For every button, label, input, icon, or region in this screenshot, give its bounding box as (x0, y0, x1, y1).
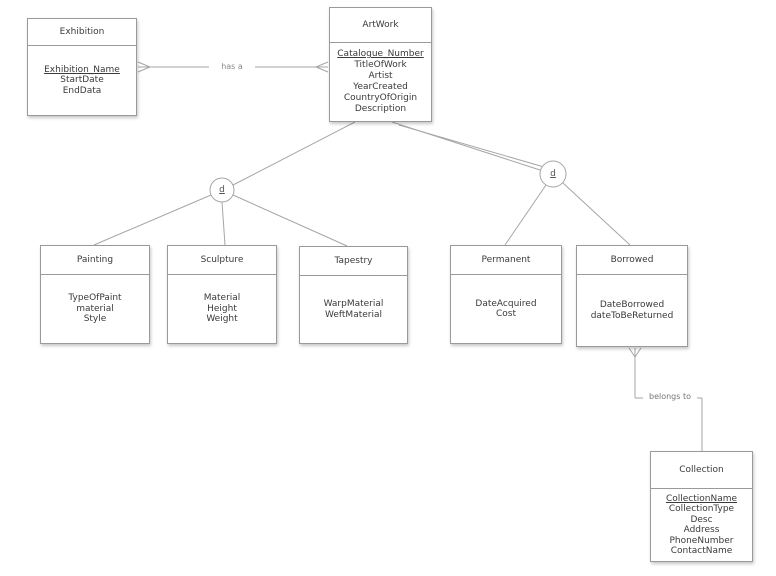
entity-borrowed[interactable]: Borrowed DateBorrowed dateToBeReturned (576, 245, 688, 347)
disjoint-label-left: d (219, 185, 225, 195)
specialization-circle-left (209, 177, 235, 203)
entity-tapestry[interactable]: Tapestry WarpMaterial WeftMaterial (299, 246, 408, 344)
attribute: Cost (495, 309, 516, 319)
attribute-key: CollectionName (665, 493, 738, 504)
entity-attributes: DateAcquired Cost (451, 275, 561, 343)
entity-collection[interactable]: Collection CollectionName CollectionType… (650, 451, 753, 562)
disjoint-label-right: d (550, 169, 556, 179)
attribute: TypeOfPaint (68, 293, 122, 304)
entity-permanent[interactable]: Permanent DateAcquired Cost (450, 245, 562, 344)
attribute: Height (207, 303, 237, 314)
entity-title: Painting (41, 246, 149, 275)
relationship-label-belongs-to: belongs to (643, 391, 697, 402)
crow-foot-artwork-icon (315, 61, 329, 73)
attribute: Description (354, 104, 407, 114)
entity-exhibition[interactable]: Exhibition Exhibition_Name StartDate End… (27, 18, 137, 116)
attribute: Artist (368, 71, 393, 81)
attribute-key: Exhibition_Name (44, 64, 120, 75)
artwork-to-left-circle-line (232, 121, 356, 186)
attribute: Address (683, 525, 720, 535)
entity-title: ArtWork (330, 8, 431, 43)
entity-title: Tapestry (300, 247, 407, 276)
entity-attributes: Exhibition_Name StartDate EndData (28, 46, 136, 115)
attribute: EndData (62, 85, 102, 96)
attribute: DateAcquired (475, 298, 537, 309)
crow-foot-borrowed-icon (628, 347, 642, 358)
entity-title: Collection (651, 452, 752, 489)
attribute: material (76, 303, 114, 314)
attribute: ContactName (670, 546, 733, 556)
entity-attributes: Catalogue_Number TitleOfWork Artist Year… (330, 43, 431, 121)
specialization-circle-right (539, 160, 567, 188)
relationship-label-has-a: has a (209, 61, 255, 72)
entity-attributes: Material Height Weight (168, 275, 276, 343)
attribute: DateBorrowed (599, 300, 665, 310)
circle-to-sculpture-line (221, 201, 226, 246)
entity-painting[interactable]: Painting TypeOfPaint material Style (40, 245, 150, 344)
artwork-to-right-circle-line-inner (398, 124, 545, 168)
attribute: Weight (206, 314, 238, 325)
entity-attributes: TypeOfPaint material Style (41, 275, 149, 343)
attribute-key: Catalogue_Number (337, 49, 424, 59)
entity-title: Exhibition (28, 19, 136, 46)
entity-attributes: CollectionName CollectionType Desc Addre… (651, 489, 752, 561)
entity-title: Borrowed (577, 246, 687, 275)
attribute: CountryOfOrigin (343, 93, 418, 103)
attribute: WarpMaterial (323, 299, 384, 309)
circle-to-painting-line (93, 194, 212, 246)
attribute: Desc (690, 514, 713, 525)
attribute: YearCreated (353, 82, 408, 92)
entity-title: Sculpture (168, 246, 276, 275)
entity-title: Permanent (451, 246, 561, 275)
entity-sculpture[interactable]: Sculpture Material Height Weight (167, 245, 277, 344)
attribute: StartDate (60, 75, 104, 86)
entity-attributes: WarpMaterial WeftMaterial (300, 276, 407, 343)
attribute: dateToBeReturned (590, 310, 674, 321)
entity-attributes: DateBorrowed dateToBeReturned (577, 275, 687, 346)
attribute: CollectionType (668, 504, 735, 514)
attribute: TitleOfWork (354, 60, 407, 70)
attribute: WeftMaterial (324, 309, 382, 320)
circle-to-permanent-line (504, 184, 547, 246)
attribute: Style (83, 314, 107, 325)
attribute: Material (203, 293, 241, 304)
crow-foot-exhibition-icon (137, 61, 151, 73)
circle-to-borrowed-line (562, 182, 631, 246)
entity-artwork[interactable]: ArtWork Catalogue_Number TitleOfWork Art… (329, 7, 432, 122)
attribute: PhoneNumber (669, 535, 734, 546)
circle-to-tapestry-line (232, 194, 348, 247)
